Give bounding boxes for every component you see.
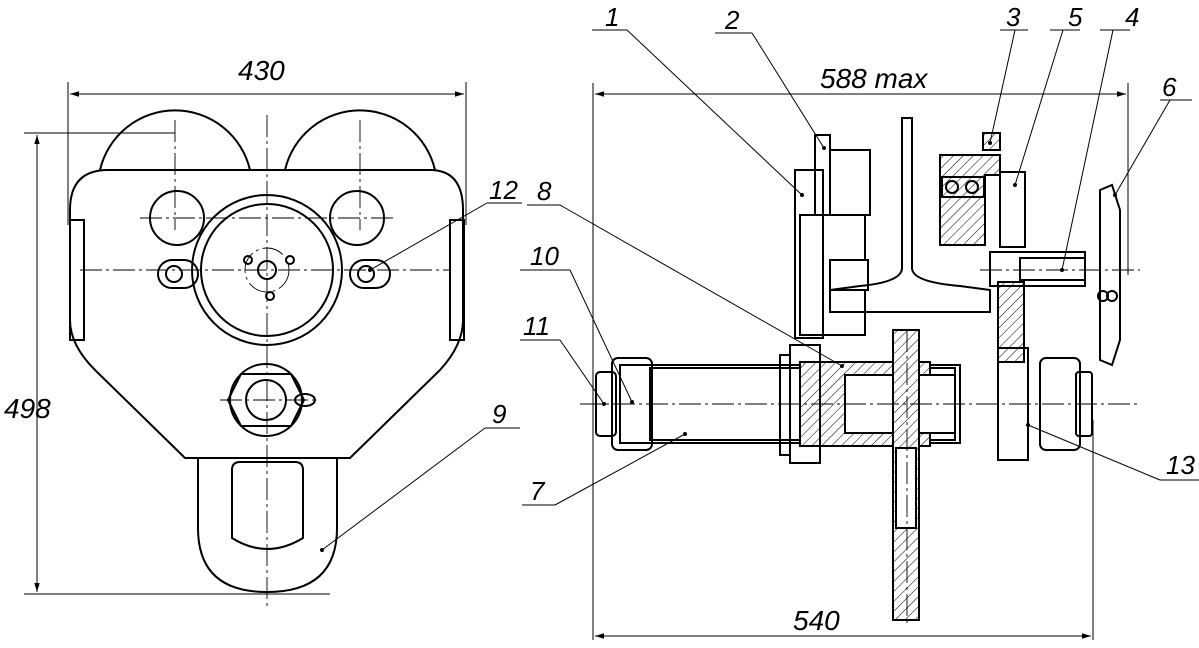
right-bolt — [357, 265, 375, 283]
callout-13: 13 — [1166, 450, 1195, 480]
right-side-rail — [449, 219, 465, 341]
dimension-label-498: 498 — [4, 393, 51, 424]
callout-12: 12 — [489, 175, 518, 205]
pulley-bolt-2 — [1106, 290, 1118, 302]
housing-top — [982, 132, 1001, 151]
right-wheel-outline — [284, 109, 436, 171]
hanger-slot — [895, 447, 917, 529]
side-view: 588 max 540 — [580, 63, 1140, 640]
front-view: 430 498 — [4, 55, 467, 610]
left-wheel-outline — [99, 109, 251, 171]
callout-10: 10 — [530, 241, 559, 271]
callouts: 1 2 3 5 4 6 8 12 — [320, 2, 1199, 552]
callout-11: 11 — [523, 311, 550, 341]
bearing-ball-2 — [965, 180, 979, 194]
left-bolt-boss — [157, 259, 199, 289]
dimension-height-front: 498 — [4, 132, 330, 595]
callout-8: 8 — [537, 176, 552, 206]
bearing-ball-1 — [945, 180, 959, 194]
callout-4: 4 — [1125, 2, 1139, 32]
rail-i-beam — [829, 117, 991, 313]
callout-3: 3 — [1006, 2, 1021, 32]
bolt-3 — [265, 291, 275, 301]
ball-bearing — [941, 176, 985, 198]
dimension-width-max: 588 max — [592, 63, 1129, 640]
hook-eye — [231, 461, 304, 550]
left-side-rail — [69, 219, 85, 341]
trolley-body-outline — [69, 169, 464, 459]
callout-1: 1 — [605, 2, 619, 32]
callout-7: 7 — [530, 476, 546, 506]
pulley — [1099, 183, 1121, 367]
bolt-2 — [285, 255, 295, 265]
dimension-label-588: 588 max — [820, 63, 928, 94]
right-bolt-boss — [349, 259, 391, 289]
bearing-housing — [939, 154, 1001, 246]
bearing-cover — [999, 171, 1026, 248]
left-side-plate — [794, 169, 824, 339]
callout-2: 2 — [724, 5, 740, 35]
bolt-1 — [243, 255, 253, 265]
callout-5: 5 — [1068, 2, 1083, 32]
callout-9: 9 — [492, 399, 506, 429]
dimension-label-430: 430 — [238, 55, 285, 86]
left-bolt — [165, 265, 183, 283]
dimension-label-540: 540 — [793, 605, 840, 636]
wheel-hub — [829, 149, 871, 216]
callout-6: 6 — [1162, 72, 1177, 102]
hook-shackle — [197, 458, 338, 594]
shaft-bore — [1019, 257, 1086, 281]
dimension-width-front: 430 — [67, 55, 467, 225]
dimension-width-side: 540 — [595, 420, 1094, 640]
right-side-plate — [997, 281, 1025, 363]
